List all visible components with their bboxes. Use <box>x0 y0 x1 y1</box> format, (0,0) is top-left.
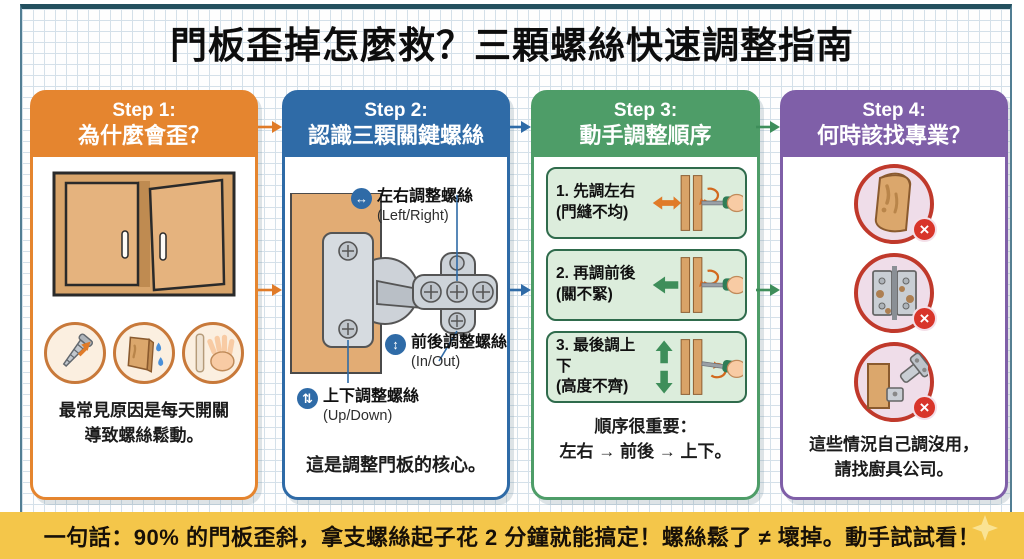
adjust-in-out-illustration <box>652 257 743 313</box>
step4-card: Step 4: 何時該找專業？ × <box>780 90 1008 500</box>
label-up-down: ⇅ 上下調整螺絲 (Up/Down) <box>297 387 419 426</box>
step3-body: 1. 先調左右 (門縫不均) 2. 再調前後 (關不緊) <box>534 167 757 504</box>
step1-caption-line2: 導致螺絲鬆動。 <box>84 425 204 445</box>
step2-header-line1: Step 2: <box>364 100 428 122</box>
step2-card: Step 2: 認識三顆關鍵螺絲 <box>282 90 510 500</box>
step3-header-line1: Step 3: <box>613 100 678 122</box>
step3-caption-line1: 順序很重要： <box>594 417 697 436</box>
flow-arrow-icon <box>258 121 282 133</box>
sparkle-icon <box>972 515 998 541</box>
warped-door-icon: × <box>854 164 937 244</box>
flow-arrow-icon <box>756 284 780 296</box>
label-up-down-en: (Up/Down) <box>323 408 393 424</box>
step4-header-line2: 何時該找專業？ <box>816 123 971 149</box>
step3-item3-line1: 3. 最後調上下 <box>556 336 636 375</box>
step3-item-in-out: 2. 再調前後 (關不緊) <box>546 249 747 321</box>
flow-arrow-icon <box>258 284 282 296</box>
left-right-arrow-icon: ↔ <box>351 188 372 209</box>
step3-item3-line2: (高度不齊) <box>556 378 629 396</box>
step1-card: Step 1: 為什麼會歪？ <box>30 90 258 500</box>
step2-caption: 這是調整門板的核心。 <box>306 454 486 475</box>
label-in-out-en: (In/Out) <box>411 354 461 370</box>
step1-caption-line1: 最常見原因是每天開關 <box>59 401 229 420</box>
label-up-down-name: 上下調整螺絲 <box>323 388 420 405</box>
step1-header-line1: Step 1: <box>112 100 176 122</box>
step3-card: Step 3: 動手調整順序 1. 先調左右 (門縫不均) 2. 再調前後 <box>531 90 760 500</box>
label-left-right-en: (Left/Right) <box>377 208 449 224</box>
step3-item2-line2: (關不緊) <box>556 286 613 303</box>
step1-header-line2: 為什麼會歪？ <box>77 123 210 149</box>
up-down-arrow-icon: ⇅ <box>297 388 318 409</box>
in-out-arrow-icon: ↕ <box>385 334 406 355</box>
step1-body: 最常見原因是每天開關 導致螺絲鬆動。 <box>33 157 255 494</box>
adjust-up-down-illustration <box>655 339 743 395</box>
flow-arrow-icon <box>507 121 531 133</box>
label-in-out-name: 前後調整螺絲 <box>411 334 508 351</box>
footer-banner: 一句話：90% 的門板歪斜，拿支螺絲起子花 2 分鐘就能搞定！螺絲鬆了 ≠ 壞掉… <box>0 512 1024 559</box>
step3-header-line2: 動手調整順序 <box>579 123 712 149</box>
step2-header: Step 2: 認識三顆關鍵螺絲 <box>285 93 507 157</box>
step3-item2-line1: 2. 再調前後 <box>556 265 636 283</box>
step2-body: ↔ 左右調整螺絲 (Left/Right) ↕ 前後調整螺絲 (In/Out) … <box>285 157 507 494</box>
footer-text: 一句話：90% 的門板歪斜，拿支螺絲起子花 2 分鐘就能搞定！螺絲鬆了 ≠ 壞掉… <box>43 524 981 550</box>
loose-screw-icon <box>44 322 106 384</box>
flow-arrow-icon <box>507 284 531 296</box>
step3-item-left-right: 1. 先調左右 (門縫不均) <box>546 167 747 239</box>
label-in-out: ↕ 前後調整螺絲 (In/Out) <box>385 333 507 372</box>
label-left-right-name: 左右調整螺絲 <box>377 188 474 205</box>
step3-item-up-down: 3. 最後調上下 (高度不齊) <box>546 331 747 403</box>
step4-header-line1: Step 4: <box>862 100 926 122</box>
step4-header: Step 4: 何時該找專業？ <box>783 93 1005 157</box>
step4-caption-line2: 請找廚具公司。 <box>834 459 954 479</box>
hinge-illustration <box>289 192 501 390</box>
x-mark-icon: × <box>912 306 937 331</box>
adjust-left-right-illustration <box>652 175 743 231</box>
cause-icons-row <box>44 322 244 384</box>
label-left-right: ↔ 左右調整螺絲 (Left/Right) <box>351 187 473 226</box>
broken-hinge-icon: × <box>854 342 937 422</box>
step3-caption-line2: 左右 → 前後 → 上下。 <box>559 441 732 461</box>
step4-body: × × <box>783 157 1005 494</box>
hand-push-door-icon <box>182 322 244 384</box>
rusty-hinge-icon: × <box>854 253 937 333</box>
moisture-swollen-door-icon <box>113 322 175 384</box>
step3-caption: 順序很重要： 左右 → 前後 → 上下。 <box>534 415 757 464</box>
x-mark-icon: × <box>912 217 937 242</box>
step1-caption: 最常見原因是每天開關 導致螺絲鬆動。 <box>59 399 229 448</box>
step4-caption-line1: 這些情況自己調沒用， <box>809 435 979 454</box>
step1-header: Step 1: 為什麼會歪？ <box>33 93 255 157</box>
x-mark-icon: × <box>912 395 937 420</box>
step3-item1-line1: 1. 先調左右 <box>556 183 636 201</box>
step4-caption: 這些情況自己調沒用， 請找廚具公司。 <box>809 433 979 482</box>
page-title: 門板歪掉怎麼救？三顆螺絲快速調整指南 <box>170 25 854 66</box>
flow-arrow-icon <box>756 121 780 133</box>
step3-header: Step 3: 動手調整順序 <box>534 93 757 157</box>
step2-header-line2: 認識三顆關鍵螺絲 <box>307 123 484 149</box>
crooked-cabinet-illustration <box>52 171 236 302</box>
step3-item1-line2: (門縫不均) <box>556 204 629 221</box>
